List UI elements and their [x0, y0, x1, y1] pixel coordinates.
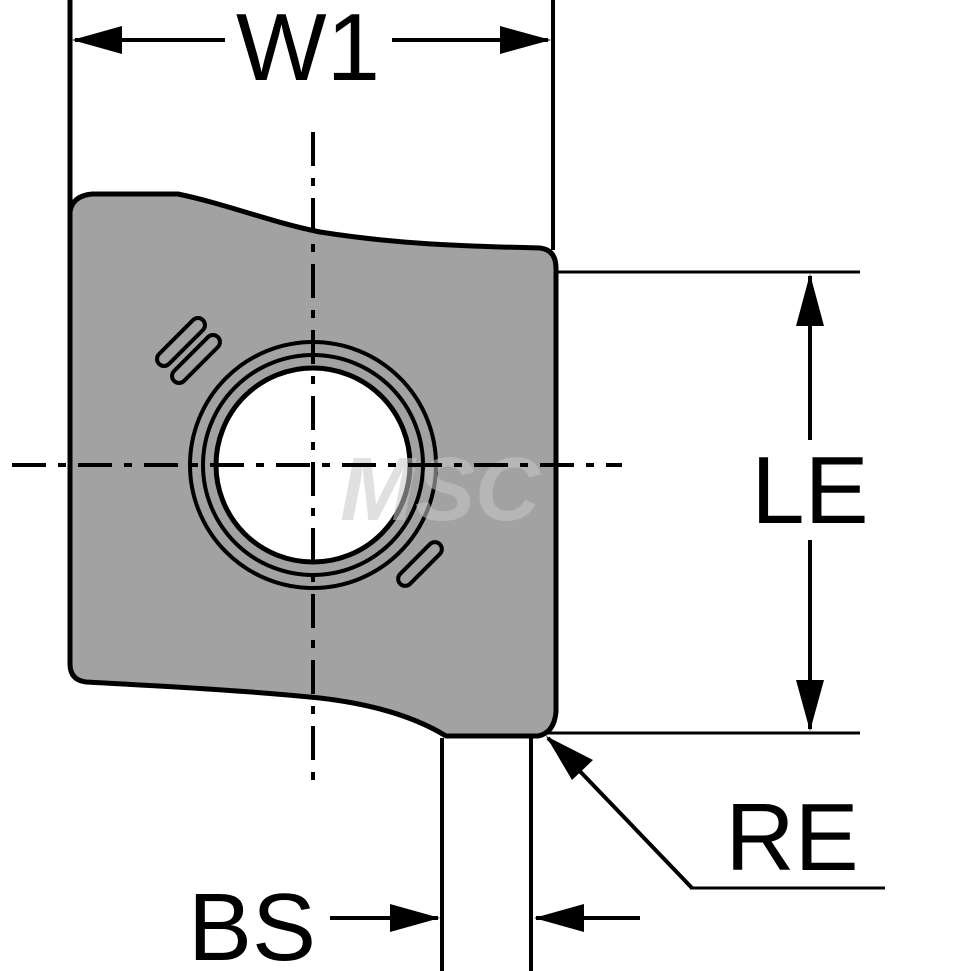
- w1-label: W1: [236, 0, 380, 101]
- le-dimension: [796, 274, 824, 731]
- slot-mark: [155, 316, 207, 368]
- w1-dimension: [72, 26, 551, 54]
- slot-mark: [170, 333, 222, 385]
- slot-mark: [396, 540, 444, 588]
- re-leader: [546, 736, 885, 890]
- re-label: RE: [725, 784, 858, 891]
- slot-marks-upper-left: [155, 316, 222, 385]
- bs-label: BS: [188, 874, 316, 971]
- w1-arrow-right: [500, 26, 551, 54]
- w1-arrow-left: [72, 26, 122, 54]
- bs-arrow-left: [390, 904, 440, 932]
- le-label: LE: [751, 437, 868, 544]
- watermark: MSC: [340, 440, 542, 540]
- re-arrow: [546, 736, 593, 780]
- le-arrow-top: [796, 274, 824, 326]
- bs-dimension: [330, 904, 640, 932]
- bs-arrow-right: [534, 904, 584, 932]
- le-arrow-bottom: [796, 680, 824, 731]
- slot-mark-lower-right: [396, 540, 444, 588]
